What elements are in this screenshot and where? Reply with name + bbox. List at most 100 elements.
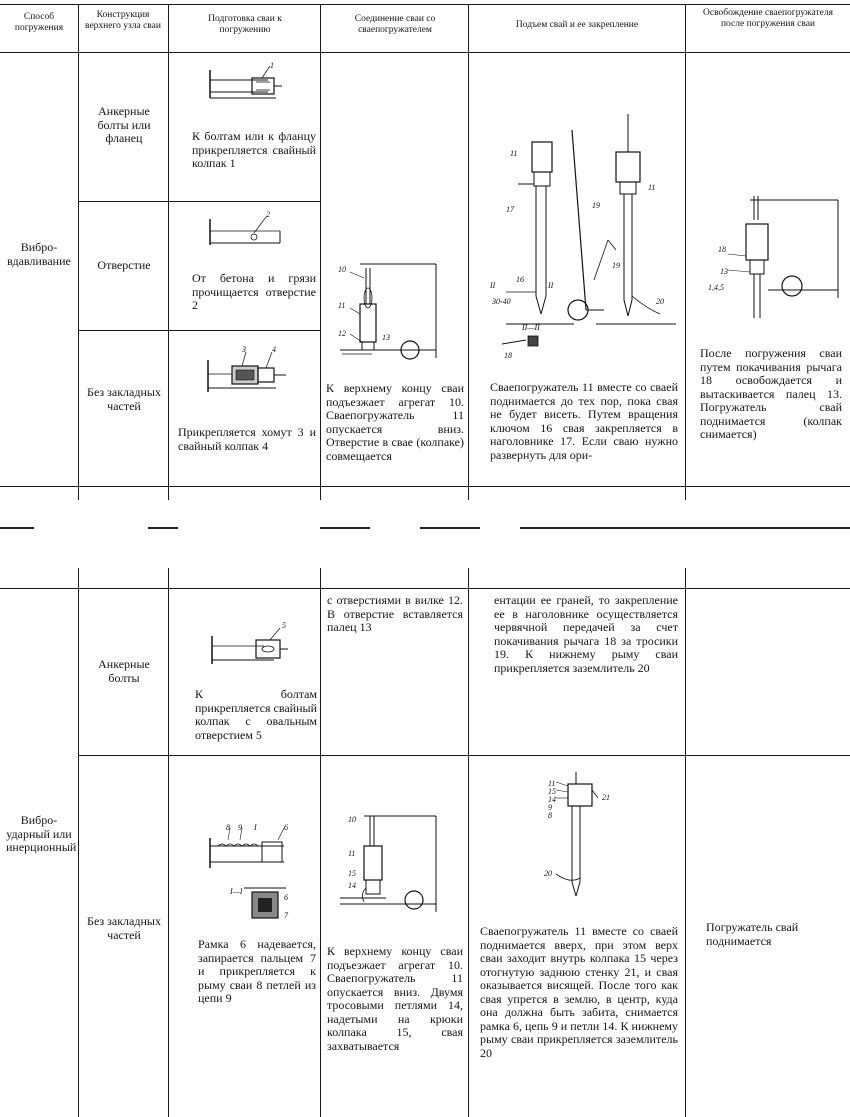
fig-label: 21 (602, 793, 610, 802)
prep-text-cap-1: К болтам или к фланцу прикрепляется свай… (192, 129, 316, 170)
figure-hole: 2 (200, 205, 310, 260)
fig-label: 2 (266, 210, 270, 219)
fig-label: 20 (544, 869, 552, 878)
cut-mark (320, 527, 370, 529)
fig-label: 6 (284, 823, 288, 832)
column-divider (78, 568, 79, 1117)
fig-label: 11 (348, 849, 355, 858)
method-vibro-pressing: Вибро-вдавливание (7, 240, 71, 268)
fig-label: 3 (241, 345, 246, 354)
header-connect: Соединение сваи со сваепогружателем (354, 14, 436, 35)
fig-label: 16 (516, 275, 524, 284)
fig-label: II (489, 281, 496, 290)
fig-label: 19 (612, 261, 620, 270)
fig-label: 11 (648, 183, 655, 192)
figure-release: 18 13 1,4,5 (706, 190, 846, 330)
fig-label: 10 (338, 265, 346, 274)
fig-label: 15 (548, 787, 556, 796)
row-divider (0, 588, 850, 589)
fig-label: 5 (282, 621, 286, 630)
column-divider (168, 568, 169, 1117)
fig-label: 17 (506, 205, 515, 214)
cut-mark (420, 527, 480, 529)
fig-label: 14 (548, 795, 556, 804)
release-text-2: Погружатель свай поднимается (706, 920, 799, 948)
figure-clamp-cap: 3 4 (196, 340, 316, 410)
fig-label: 11 (510, 149, 517, 158)
row-divider (78, 755, 850, 756)
row-divider (0, 486, 850, 487)
fig-label: 14 (348, 881, 356, 890)
fig-label: 11 (548, 779, 555, 788)
column-divider (685, 568, 686, 1117)
figure-lift-in-cap: 11 15 14 9 8 21 20 (534, 770, 644, 900)
fig-label: II—II (521, 323, 540, 332)
connect-text: К верхнему концу сваи подъезжает агрегат… (326, 381, 464, 463)
fig-label: 13 (720, 267, 728, 276)
design-no-embedded: Без закладных частей (87, 385, 161, 413)
cut-mark (0, 527, 34, 529)
column-divider (685, 4, 686, 500)
fig-label: 19 (592, 201, 600, 210)
column-divider (468, 4, 469, 500)
fig-label: 11 (338, 301, 345, 310)
fig-label: 4 (272, 345, 276, 354)
header-bottom-rule (0, 52, 850, 53)
lift-continued: ентации ее граней, то закрепление ее в н… (494, 593, 678, 675)
header-method: Способ погружения (14, 12, 64, 33)
figure-lift-pile: 11 17 16 II 30-40 II 18 II—II 19 11 19 2… (476, 100, 682, 368)
column-divider (78, 4, 79, 500)
column-divider (320, 568, 321, 1117)
fig-label: 8 (548, 811, 552, 820)
fig-label: 9 (238, 823, 242, 832)
fig-label: 10 (348, 815, 356, 824)
design-anchor-bolts: Анкерные болты (98, 657, 150, 685)
figure-aggregate-connect: 10 11 12 13 (332, 258, 464, 368)
column-divider (320, 4, 321, 500)
row-divider (78, 201, 320, 202)
fig-label: 20 (656, 297, 664, 306)
column-divider (468, 568, 469, 1117)
prep-text-frame-6: Рамка 6 надевается, запирается пальцем 7… (198, 937, 316, 1005)
release-text: После погружения сваи путем покачивания … (700, 346, 842, 441)
figure-aggregate-loops: 10 11 15 14 (336, 808, 464, 920)
cut-mark (148, 527, 178, 529)
design-no-embedded-2: Без закладных частей (87, 914, 161, 942)
prep-text-oval-5: К болтам прикрепляется свайный колпак с … (195, 687, 317, 742)
fig-label: I—I (229, 887, 243, 896)
fig-label: 18 (718, 245, 726, 254)
header-release: Освобождение сваепогружателя после погру… (703, 8, 833, 29)
prep-text-hole-2: От бетона и грязи прочищается отверстие … (192, 271, 316, 312)
figure-oval-cap: 5 (204, 616, 316, 676)
fig-label: 7 (284, 911, 289, 920)
figure-frame-chain: 8 9 I 6 I—I 6 7 (200, 822, 312, 932)
fig-label: 9 (548, 803, 552, 812)
fig-label: 1 (270, 61, 274, 70)
method-vibro-impact: Вибро-ударный или инерционный (6, 813, 77, 854)
prep-text-clamp-3: Прикрепляется хомут 3 и свайный колпак 4 (178, 425, 316, 453)
lift-text-2: Сваепогружатель 11 вместе со сваей подни… (480, 924, 678, 1060)
table-top-rule (0, 4, 850, 5)
fig-label: 13 (382, 333, 390, 342)
header-prep: Подготовка сваи к погружению (208, 14, 282, 35)
fig-label: I (253, 823, 257, 832)
header-lift: Подъем свай и ее закрепление (515, 20, 639, 30)
fig-label: 6 (284, 893, 288, 902)
connect-continued: с отверстиями в вилке 12. В отверстие вс… (327, 593, 463, 634)
design-anchor-bolts-flange: Анкерные болты или фланец (97, 104, 151, 145)
fig-label: II (547, 281, 554, 290)
design-hole: Отверстие (97, 258, 151, 272)
fig-label: 15 (348, 869, 356, 878)
fig-label: 30-40 (491, 297, 511, 306)
connect-text-2: К верхнему концу сваи подъезжает агрегат… (327, 944, 463, 1053)
cut-mark (520, 527, 850, 529)
fig-label: 1,4,5 (708, 283, 724, 292)
fig-label: 12 (338, 329, 346, 338)
fig-label: 8 (226, 823, 230, 832)
lift-text: Сваепогружатель 11 вместе со сваей подни… (490, 380, 678, 462)
fig-label: 18 (504, 351, 512, 360)
figure-cap-bolts: 1 (196, 58, 316, 118)
header-design: Конструкция верхнего узла сваи (85, 10, 161, 31)
row-divider (78, 330, 320, 331)
